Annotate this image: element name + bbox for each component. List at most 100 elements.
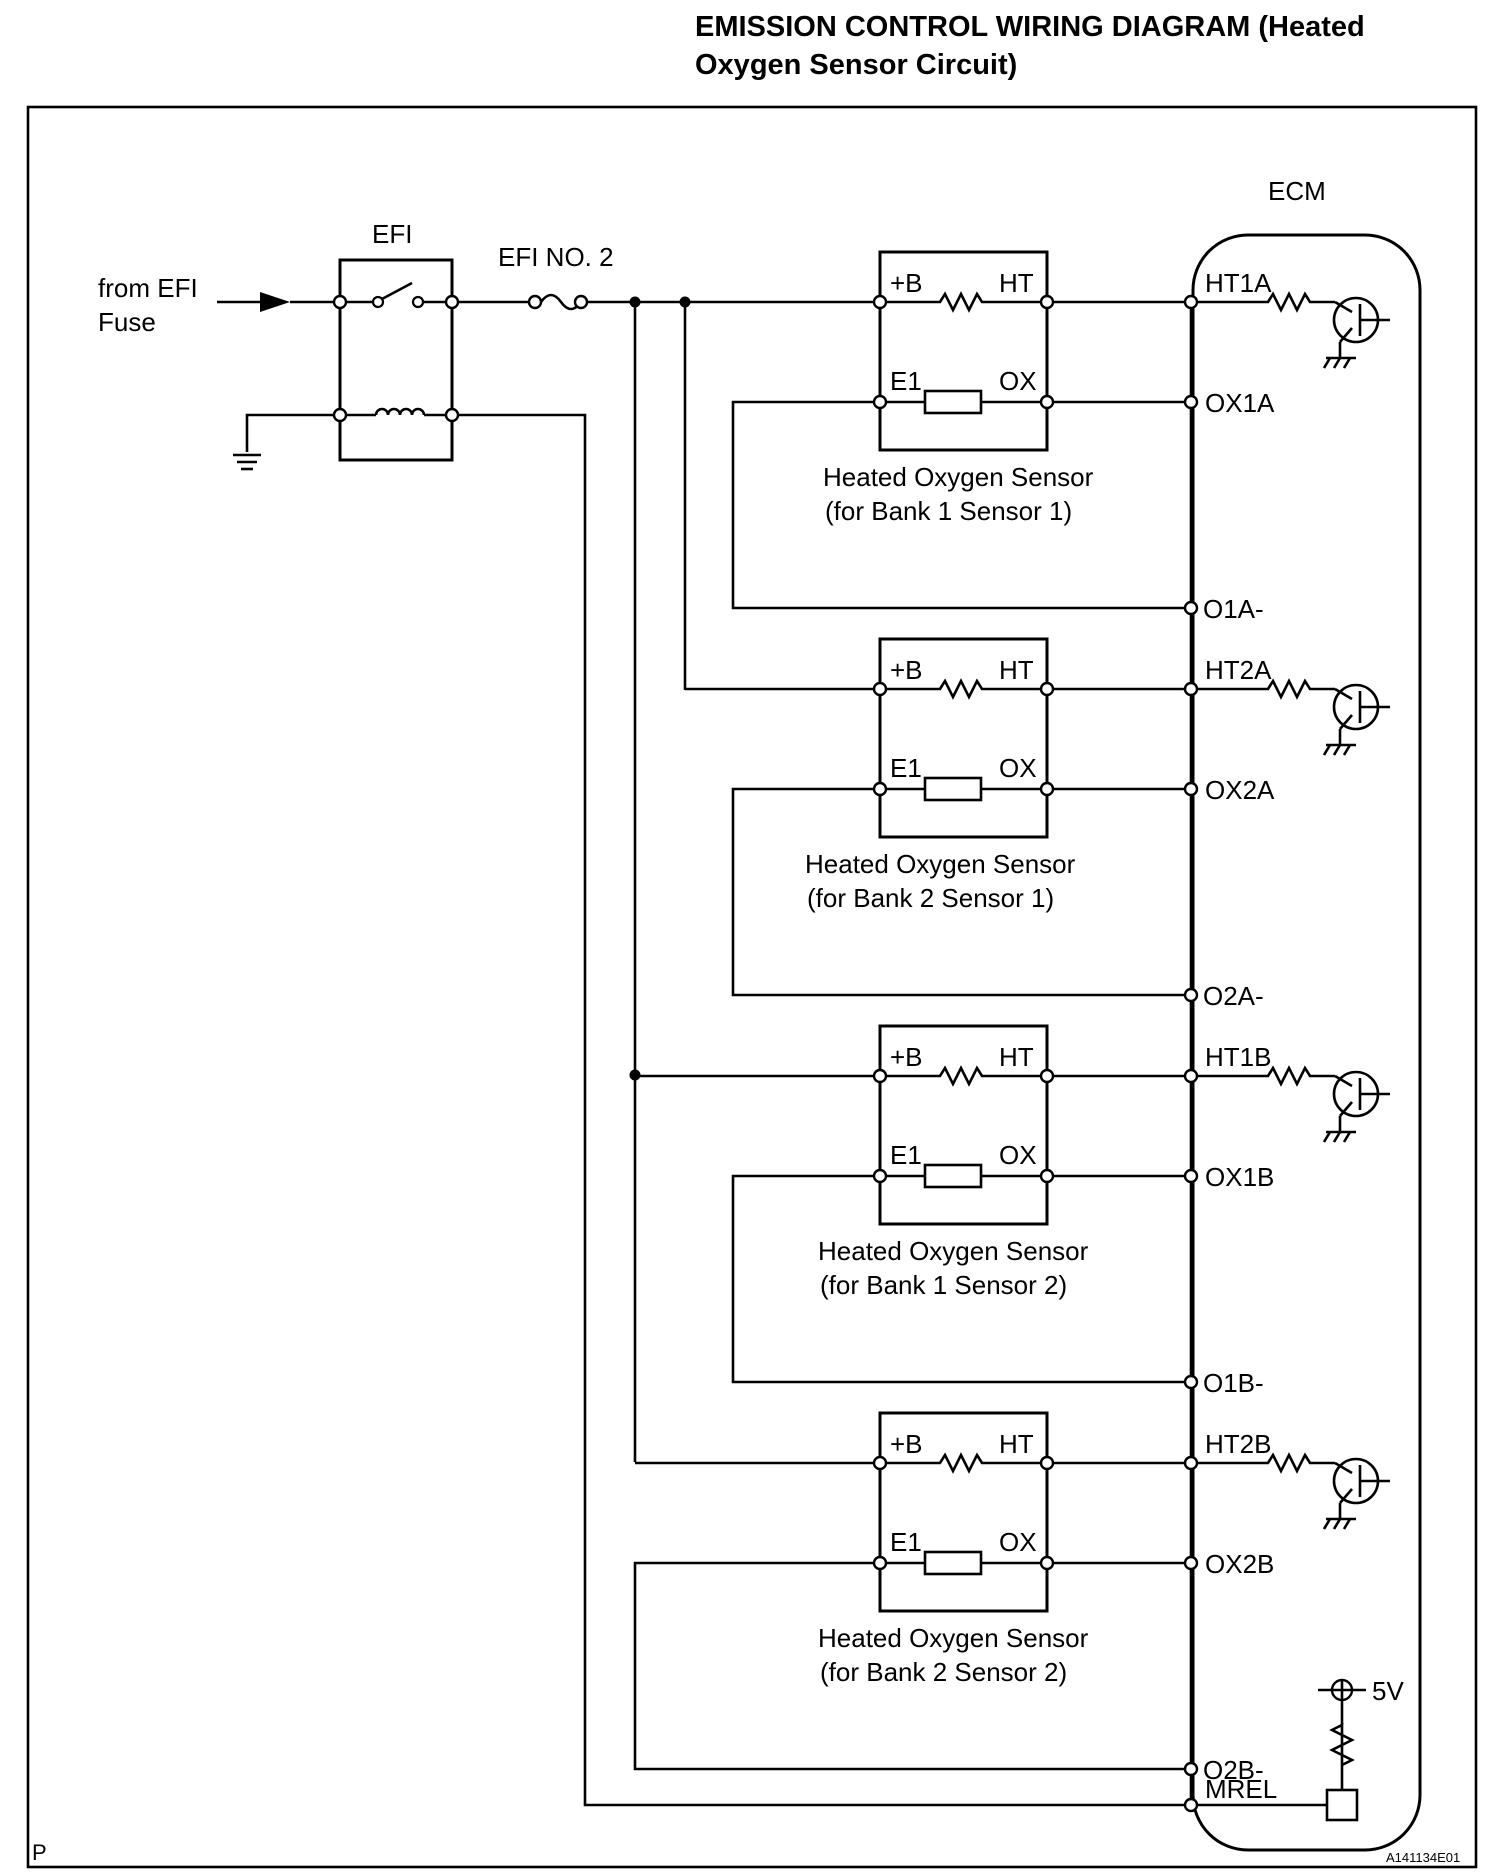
ecm-label: ECM bbox=[1268, 176, 1326, 206]
sensor-subtitle: (for Bank 2 Sensor 2) bbox=[820, 1657, 1067, 1687]
arrow-icon bbox=[260, 292, 290, 312]
ecm-pin-gnd: O1A- bbox=[1203, 594, 1264, 624]
sensor-subtitle: (for Bank 1 Sensor 2) bbox=[820, 1270, 1067, 1300]
figure-code: A141134E01 bbox=[1386, 1850, 1460, 1865]
resistor-icon bbox=[1197, 1452, 1335, 1474]
fuse-icon bbox=[527, 293, 589, 311]
pin-label-ht: HT bbox=[999, 268, 1034, 298]
efi-relay-box bbox=[338, 258, 454, 462]
ground-icon bbox=[1322, 1130, 1356, 1143]
junction-dot bbox=[679, 296, 691, 308]
connector-pin-icon bbox=[1183, 1068, 1199, 1084]
sensor-box bbox=[878, 1411, 1049, 1613]
connector-pin-icon bbox=[872, 1455, 888, 1471]
connector-pin-icon bbox=[1183, 681, 1199, 697]
resistor-icon bbox=[1197, 1065, 1335, 1087]
sensor-name: Heated Oxygen Sensor bbox=[818, 1623, 1089, 1653]
pin-label-ht: HT bbox=[999, 1429, 1034, 1459]
ecm-pin-gnd: O1B- bbox=[1203, 1368, 1264, 1398]
connector-pin-icon bbox=[872, 394, 888, 410]
connector-pin-icon bbox=[1039, 1455, 1055, 1471]
sensing-element bbox=[923, 1163, 983, 1189]
ecm-pin-ox: OX2B bbox=[1205, 1549, 1274, 1579]
sensor-name: Heated Oxygen Sensor bbox=[818, 1236, 1089, 1266]
transistor-icon bbox=[1332, 683, 1390, 745]
connector-pin-icon bbox=[1183, 1761, 1199, 1777]
resistor-icon bbox=[886, 1452, 1041, 1474]
sensor-box bbox=[878, 637, 1049, 839]
pin-label-ht: HT bbox=[999, 655, 1034, 685]
source-label-line2: Fuse bbox=[98, 307, 156, 337]
resistor-icon bbox=[886, 291, 1041, 313]
connector-pin-icon bbox=[1183, 1374, 1199, 1390]
pin-label-ox: OX bbox=[999, 1527, 1037, 1557]
connector-pin-icon bbox=[1183, 294, 1199, 310]
ecm-box bbox=[1191, 233, 1422, 1852]
connector-pin-icon bbox=[1039, 681, 1055, 697]
fuse-label: EFI NO. 2 bbox=[498, 242, 614, 272]
pin-label-e1: E1 bbox=[890, 753, 922, 783]
pin-label-e1: E1 bbox=[890, 1527, 922, 1557]
connector-pin-icon bbox=[1183, 1555, 1199, 1571]
pin-label-e1: E1 bbox=[890, 366, 922, 396]
ground-icon bbox=[1322, 356, 1356, 369]
ecm-pin-ox: OX1A bbox=[1205, 388, 1275, 418]
connector-pin-icon bbox=[1183, 600, 1199, 616]
pin-label-ox: OX bbox=[999, 753, 1037, 783]
connector-pin-icon bbox=[1039, 294, 1055, 310]
ecm-pin-ox: OX2A bbox=[1205, 775, 1275, 805]
ecm-pin-gnd: O2A- bbox=[1203, 981, 1264, 1011]
connector-pin-icon bbox=[1183, 394, 1199, 410]
connector-pin-icon bbox=[872, 1168, 888, 1184]
connector-pin-icon bbox=[1039, 394, 1055, 410]
switch-icon bbox=[346, 281, 446, 309]
sensor-name: Heated Oxygen Sensor bbox=[805, 849, 1076, 879]
connector-pin-icon bbox=[872, 1555, 888, 1571]
connector-pin-icon bbox=[872, 681, 888, 697]
junction-dot bbox=[629, 296, 641, 308]
connector-pin-icon bbox=[872, 1068, 888, 1084]
connector-pin-icon bbox=[1183, 987, 1199, 1003]
transistor-icon bbox=[1332, 1457, 1390, 1519]
connector-pin-icon bbox=[872, 781, 888, 797]
connector-pin-icon bbox=[1039, 1555, 1055, 1571]
resistor-icon bbox=[886, 1065, 1041, 1087]
sensing-element bbox=[923, 776, 983, 802]
corner-mark: P bbox=[32, 1840, 47, 1865]
ecm-pin-ht: HT2B bbox=[1205, 1429, 1271, 1459]
sensing-element bbox=[923, 1550, 983, 1576]
connector-pin-icon bbox=[1183, 1455, 1199, 1471]
sensor-group-1: +B HT HT1A E1 OX OX1A O1A- Heated Oxygen Sensor… bbox=[731, 250, 1390, 624]
pin-label-b: +B bbox=[890, 268, 923, 298]
pin-label-b: +B bbox=[890, 1042, 923, 1072]
sensor-name: Heated Oxygen Sensor bbox=[823, 462, 1094, 492]
connector-pin-icon bbox=[1039, 1068, 1055, 1084]
sensor-subtitle: (for Bank 2 Sensor 1) bbox=[807, 883, 1054, 913]
connector-pin-icon bbox=[1039, 1168, 1055, 1184]
diagram-title: EMISSION CONTROL WIRING DIAGRAM (Heated … bbox=[695, 11, 1365, 81]
pin-label-ox: OX bbox=[999, 1140, 1037, 1170]
ecm-pin-ht: HT1A bbox=[1205, 268, 1272, 298]
coil-icon bbox=[346, 407, 446, 417]
connector-pin-icon bbox=[1183, 1797, 1199, 1813]
resistor-icon bbox=[1197, 291, 1335, 313]
ecm-pin-ht: HT1B bbox=[1205, 1042, 1271, 1072]
connector-pin-icon bbox=[1183, 1168, 1199, 1184]
pin-label-e1: E1 bbox=[890, 1140, 922, 1170]
mrel-relay-driver bbox=[1325, 1788, 1359, 1822]
connector-pin-icon bbox=[1039, 781, 1055, 797]
sensor-subtitle: (for Bank 1 Sensor 1) bbox=[825, 496, 1072, 526]
sensor-box bbox=[878, 250, 1049, 452]
connector-pin-icon bbox=[872, 294, 888, 310]
resistor-icon bbox=[1329, 1722, 1355, 1772]
ground-icon bbox=[1322, 1517, 1356, 1530]
resistor-icon bbox=[1197, 678, 1335, 700]
connector-pin-icon bbox=[1183, 781, 1199, 797]
pin-label-ox: OX bbox=[999, 366, 1037, 396]
transistor-icon bbox=[1332, 296, 1390, 358]
relay-label: EFI bbox=[372, 219, 412, 249]
